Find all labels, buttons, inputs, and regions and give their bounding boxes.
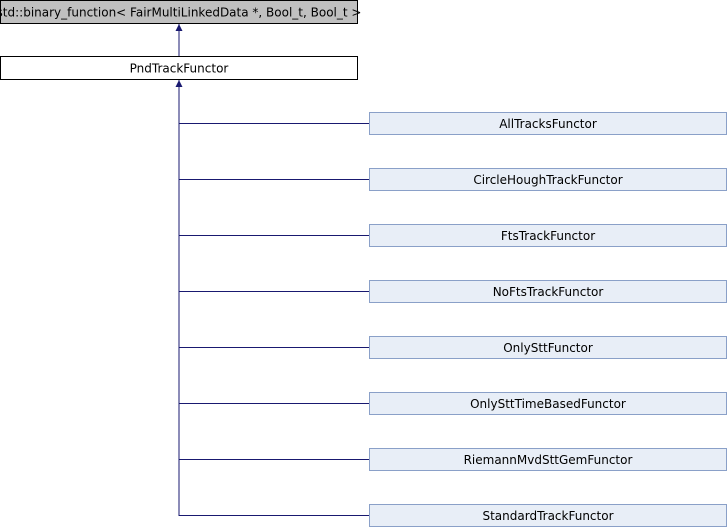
- derived-class-label: NoFtsTrackFunctor: [493, 285, 604, 299]
- derived-class-label: RiemannMvdSttGemFunctor: [464, 453, 633, 467]
- derived-class-node-standard-track-functor[interactable]: StandardTrackFunctor: [369, 504, 727, 527]
- derived-class-box: [369, 224, 727, 247]
- derived-class-node-only-stt-time-based-functor[interactable]: OnlySttTimeBasedFunctor: [369, 392, 727, 415]
- base-class-label: std::binary_function< FairMultiLinkedDat…: [0, 6, 361, 20]
- main-class-label: PndTrackFunctor: [130, 62, 229, 76]
- derived-class-label: OnlySttFunctor: [503, 341, 593, 355]
- derived-class-node-only-stt-functor[interactable]: OnlySttFunctor: [369, 336, 727, 359]
- derived-class-box: [369, 280, 727, 303]
- base-class-node[interactable]: std::binary_function< FairMultiLinkedDat…: [0, 0, 361, 24]
- base-class-box: [0, 0, 358, 24]
- main-class-box: [0, 56, 358, 80]
- derived-class-node-no-fts-track-functor[interactable]: NoFtsTrackFunctor: [369, 280, 727, 303]
- derived-class-box: [369, 504, 727, 527]
- child-edges: [179, 123, 370, 516]
- derived-class-label: AllTracksFunctor: [499, 117, 597, 131]
- derived-class-box: [369, 168, 727, 191]
- derived-class-node-all-tracks-functor[interactable]: AllTracksFunctor: [369, 112, 727, 135]
- derived-class-node-riemann-mvd-stt-gem-functor[interactable]: RiemannMvdSttGemFunctor: [369, 448, 727, 471]
- derived-class-node-circle-hough-track-functor[interactable]: CircleHoughTrackFunctor: [369, 168, 727, 191]
- derived-class-label: OnlySttTimeBasedFunctor: [470, 397, 626, 411]
- derived-class-node-fts-track-functor[interactable]: FtsTrackFunctor: [369, 224, 727, 247]
- derived-class-label: StandardTrackFunctor: [482, 509, 613, 523]
- child-nodes: AllTracksFunctorCircleHoughTrackFunctorF…: [369, 112, 727, 527]
- derived-class-box: [369, 392, 727, 415]
- derived-class-label: CircleHoughTrackFunctor: [473, 173, 622, 187]
- derived-class-box: [369, 336, 727, 359]
- derived-class-box: [369, 112, 727, 135]
- derived-class-box: [369, 448, 727, 471]
- derived-class-label: FtsTrackFunctor: [501, 229, 595, 243]
- main-class-node[interactable]: PndTrackFunctor: [0, 56, 358, 80]
